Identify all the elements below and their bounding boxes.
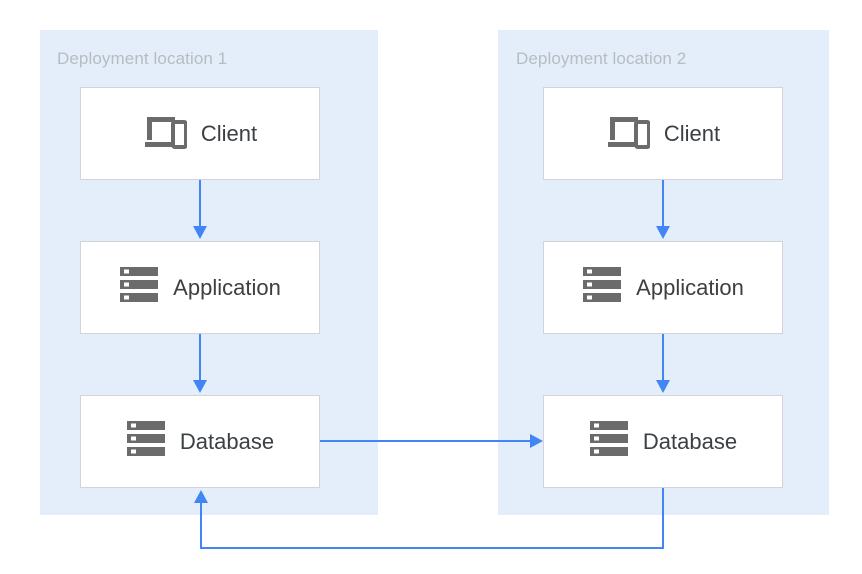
connector-client2-application2-arrowhead bbox=[656, 226, 670, 239]
deployment-zone-1-label: Deployment location 1 bbox=[57, 49, 228, 68]
connector-application2-database2-arrowhead bbox=[656, 380, 670, 393]
node-database-1-label: Database bbox=[179, 428, 275, 454]
connector-application1-database1 bbox=[199, 334, 201, 382]
server-icon bbox=[589, 420, 629, 463]
connector-application1-database1-arrowhead bbox=[193, 380, 207, 393]
connector-client1-application1-arrowhead bbox=[193, 226, 207, 239]
connector-database2-database1-segment-down bbox=[662, 488, 664, 549]
node-database-2[interactable]: Database bbox=[543, 395, 783, 488]
node-client-1-label: Client bbox=[200, 120, 258, 146]
node-client-2[interactable]: Client bbox=[543, 87, 783, 180]
node-database-1[interactable]: Database bbox=[80, 395, 320, 488]
node-client-1[interactable]: Client bbox=[80, 87, 320, 180]
devices-icon bbox=[606, 113, 651, 154]
server-icon bbox=[126, 420, 166, 463]
connector-client1-application1 bbox=[199, 180, 201, 228]
connector-database2-database1-segment-up bbox=[200, 503, 202, 549]
node-application-2-label: Application bbox=[636, 274, 744, 300]
node-application-1-label: Application bbox=[173, 274, 281, 300]
connector-database1-database2 bbox=[320, 440, 530, 442]
connector-database1-database2-arrowhead bbox=[530, 434, 543, 448]
connector-application2-database2 bbox=[662, 334, 664, 382]
deployment-zone-2-label: Deployment location 2 bbox=[516, 49, 687, 68]
devices-icon bbox=[143, 113, 188, 154]
connector-database2-database1-segment-left bbox=[200, 547, 664, 549]
connector-client2-application2 bbox=[662, 180, 664, 228]
node-database-2-label: Database bbox=[642, 428, 738, 454]
server-icon bbox=[119, 266, 159, 309]
server-icon bbox=[582, 266, 622, 309]
node-application-2[interactable]: Application bbox=[543, 241, 783, 334]
node-application-1[interactable]: Application bbox=[80, 241, 320, 334]
connector-database2-database1-arrowhead bbox=[194, 490, 208, 503]
node-client-2-label: Client bbox=[663, 120, 721, 146]
